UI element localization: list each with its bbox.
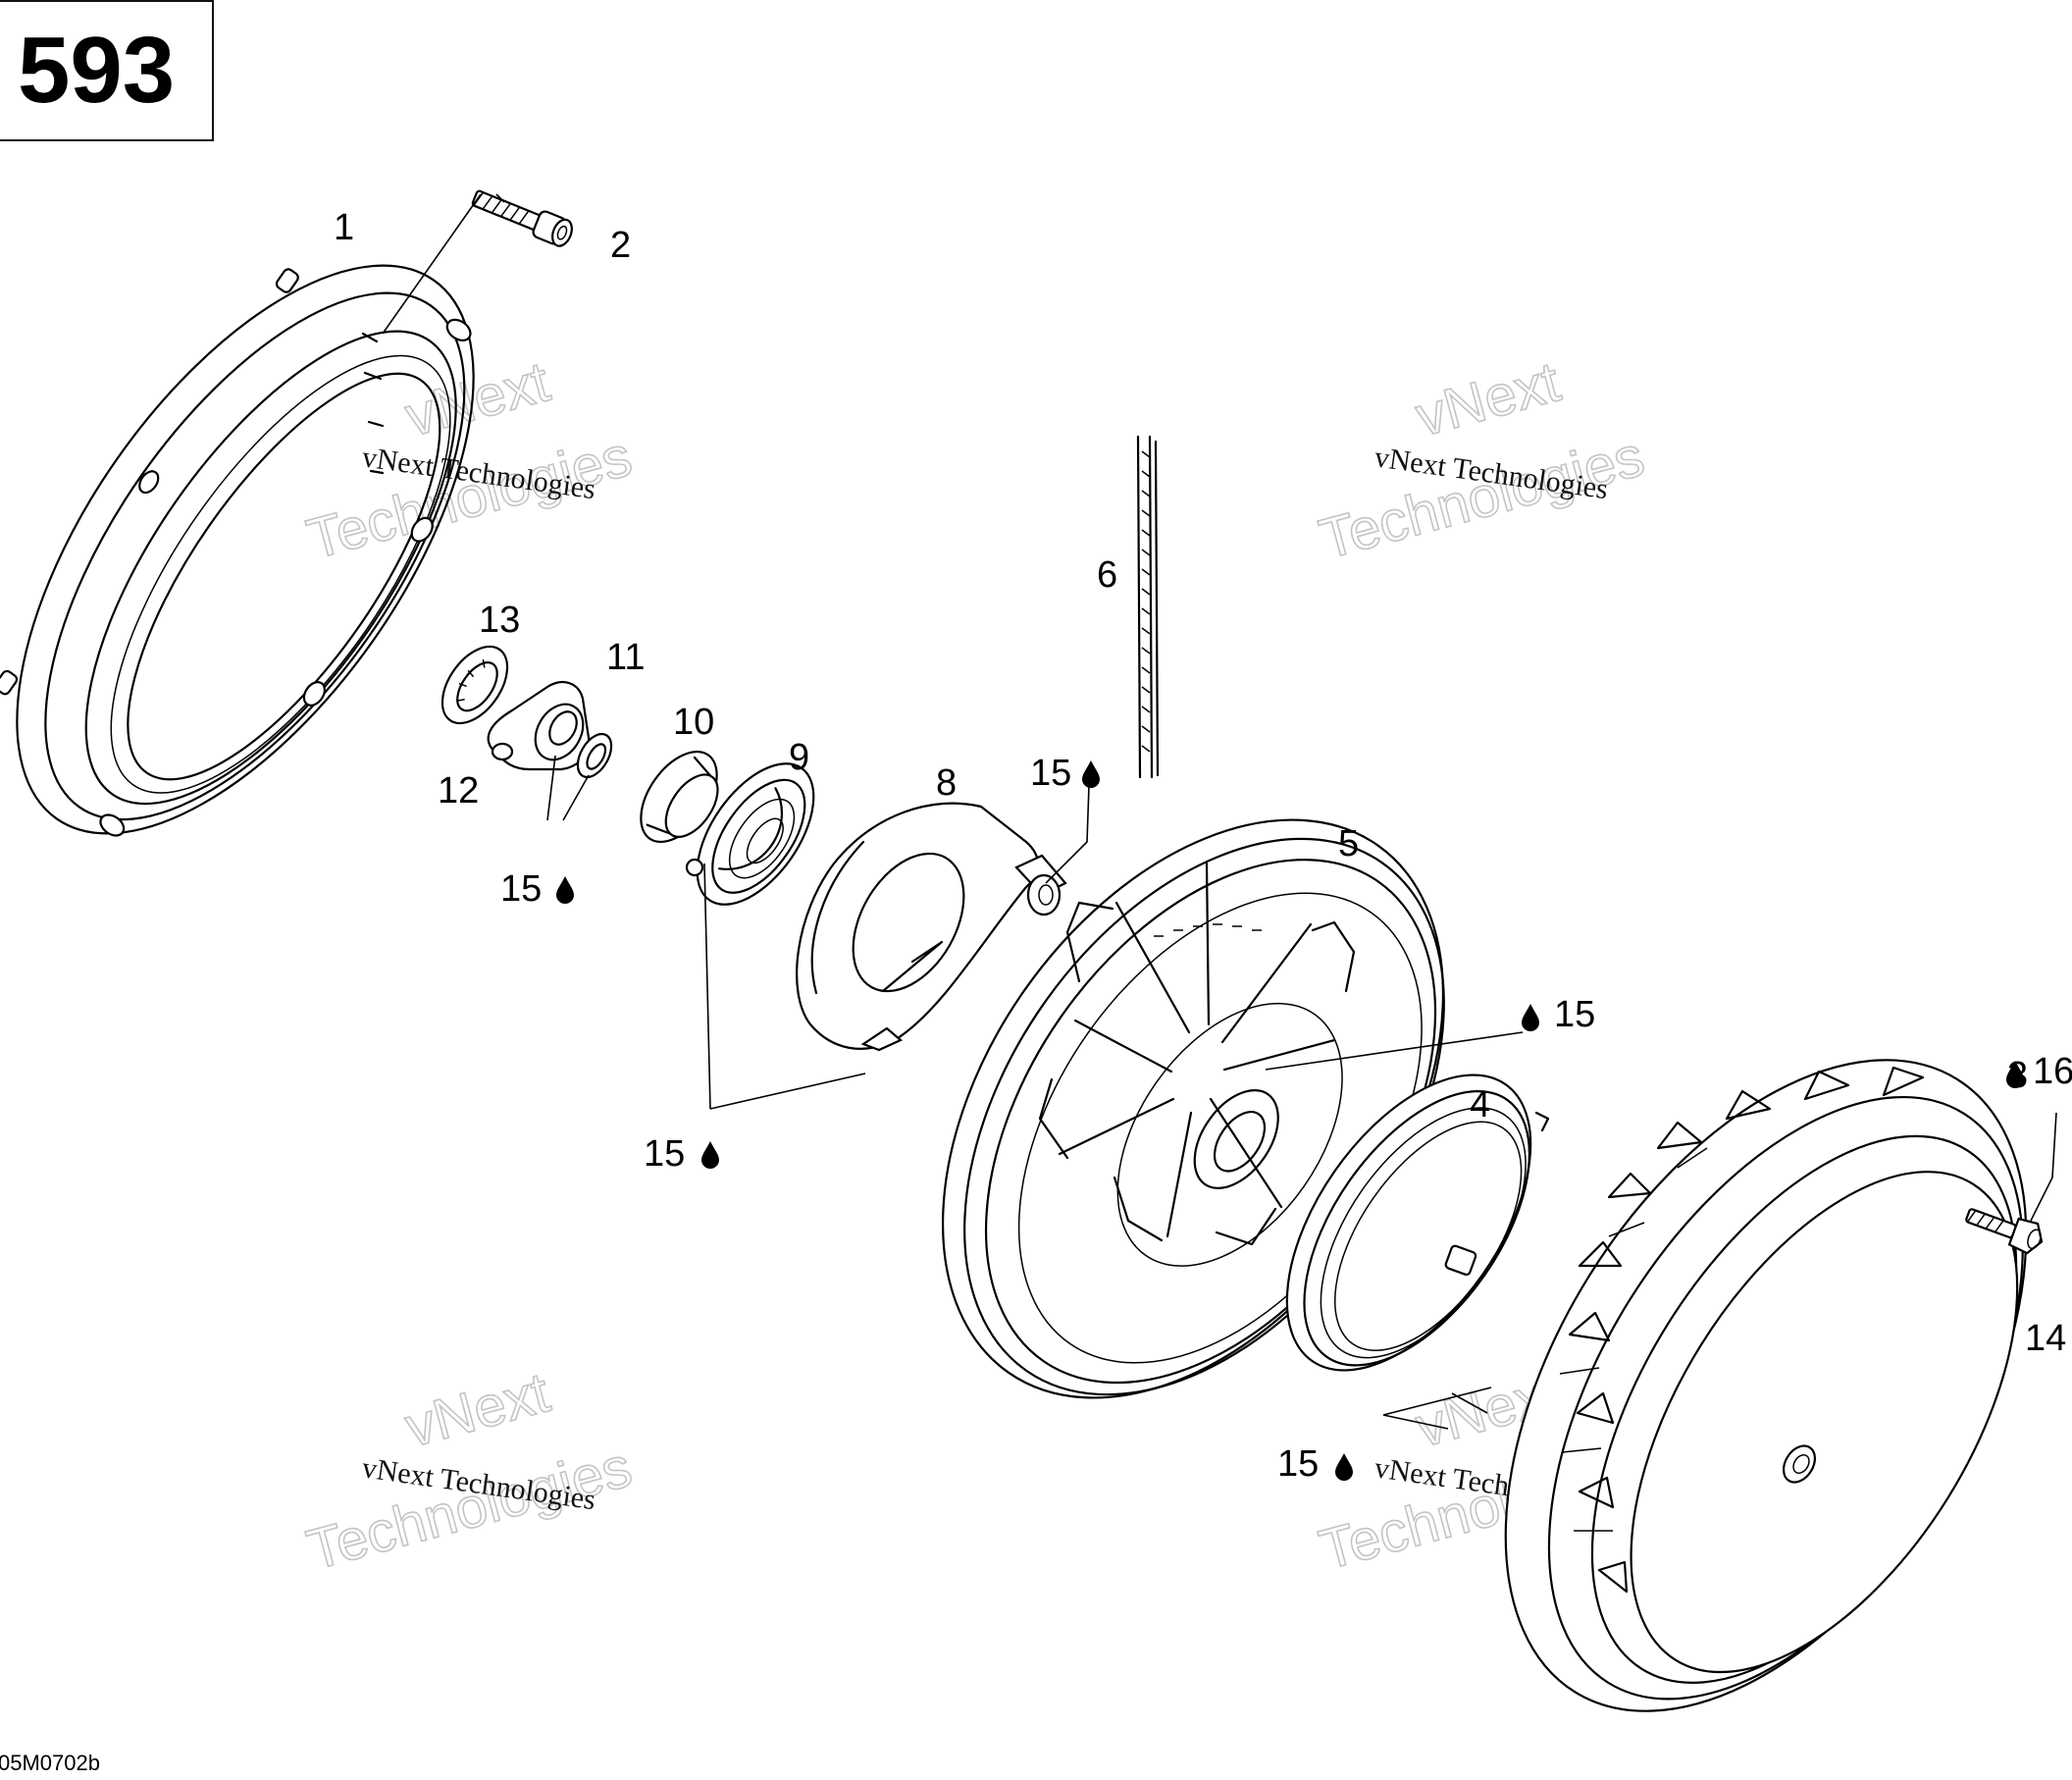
oil-drop-icon (1335, 1453, 1353, 1481)
callout-15: 15 (500, 868, 542, 910)
callout-15: 15 (1277, 1443, 1319, 1485)
part-8-cam-plate (796, 802, 1067, 1052)
callout-10: 10 (673, 702, 714, 743)
part-4-recoil-spring (1285, 1073, 1550, 1372)
part-2-screw (471, 189, 573, 247)
oil-drop-icon (701, 1141, 719, 1169)
callout-11: 11 (606, 637, 645, 678)
callout-15: 15 (1030, 753, 1071, 794)
page-number: 593 (18, 18, 176, 123)
part-14-screw (1965, 1208, 2044, 1255)
spring-tab (685, 858, 704, 877)
callout-15: 15 (1554, 994, 1595, 1035)
part-11-washer (576, 732, 613, 779)
watermark: vNext Technologies vNext Technologies (300, 1360, 639, 1584)
oil-drop-icon (1522, 1004, 1539, 1031)
part-13-retainer (440, 645, 509, 725)
callout-16: 16 (2033, 1051, 2072, 1092)
figure-code: 05M0702b (0, 1751, 100, 1775)
callout-8: 8 (936, 762, 957, 804)
callout-13: 13 (479, 600, 520, 641)
watermark: vNext Technologies vNext Technologies (300, 349, 639, 573)
part-9-spring (696, 762, 815, 906)
callout-4: 4 (1470, 1084, 1490, 1126)
oil-drop-icon (1082, 760, 1100, 788)
part-3-starter-housing (1504, 1059, 2028, 1712)
watermark-line1: vNext (399, 1360, 556, 1459)
oil-drop-icon (556, 876, 574, 904)
part-12-lever-plate (487, 681, 591, 771)
callout-1: 1 (334, 207, 354, 248)
leader-lines (382, 193, 2057, 1430)
part-6-starter-rope (1136, 435, 1160, 779)
callout-5: 5 (1338, 823, 1359, 864)
callout-2: 2 (610, 225, 631, 266)
part-1-mounting-ring (0, 264, 475, 837)
callout-15: 15 (644, 1133, 685, 1175)
callout-12: 12 (438, 770, 479, 811)
watermark-line1: vNext (1410, 349, 1567, 448)
watermark-line1: vNext (399, 349, 556, 448)
ring-lug-details (361, 332, 385, 475)
watermark: vNext Technologies vNext Technologies (1313, 349, 1651, 573)
callout-14: 14 (2025, 1318, 2066, 1359)
callouts: 1 2 3 4 5 6 8 9 10 11 12 13 14 15 15 15 … (334, 207, 2072, 1485)
page-number-box: 593 (0, 0, 214, 141)
callout-6: 6 (1097, 554, 1117, 596)
part-10-bushing (640, 750, 719, 844)
callout-9: 9 (789, 737, 809, 778)
